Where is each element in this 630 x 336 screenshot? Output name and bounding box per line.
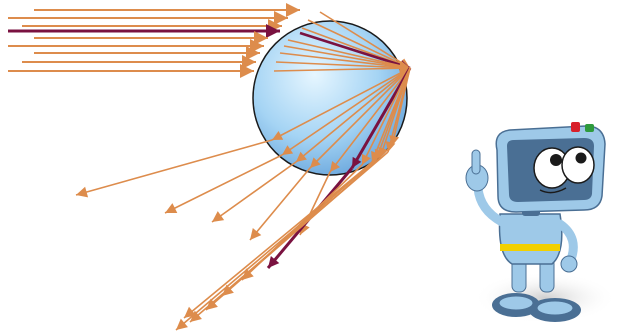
outgoing-ray	[184, 146, 392, 318]
outgoing-ray	[190, 152, 388, 322]
outgoing-ray-arrowhead	[76, 187, 88, 198]
outgoing-ray	[176, 160, 376, 330]
outgoing-ray	[76, 140, 272, 195]
outgoing-ray-arrowhead	[212, 211, 224, 222]
incoming-ray-arrowhead	[274, 11, 288, 25]
incoming-ray-arrowhead	[286, 3, 300, 17]
outgoing-ray	[212, 162, 296, 222]
outgoing-ray-arrowhead	[250, 228, 261, 240]
robot-mascot-icon	[466, 122, 617, 324]
